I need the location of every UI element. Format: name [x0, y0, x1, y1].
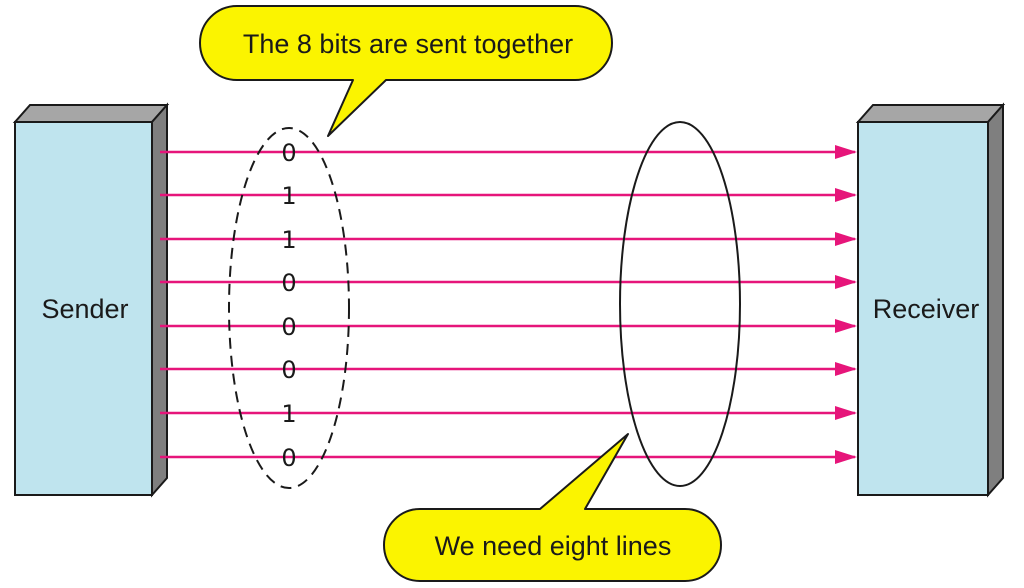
receiver-label: Receiver — [873, 294, 980, 324]
callout-bottom: We need eight lines — [383, 433, 722, 582]
receiver-box-face — [857, 121, 989, 496]
callout-top: The 8 bits are sent together — [199, 5, 613, 137]
sender-label: Sender — [41, 294, 128, 324]
bits-group-ellipse — [228, 127, 350, 489]
receiver-box: Receiver — [855, 102, 1006, 498]
callout-top-bubble — [199, 5, 613, 137]
callout-bottom-text: We need eight lines — [435, 531, 672, 561]
bit-6: 1 — [281, 400, 296, 428]
sender-box-top — [12, 104, 170, 123]
callout-top-text: The 8 bits are sent together — [243, 29, 573, 59]
receiver-box-side — [987, 102, 1004, 498]
sender-box-side — [151, 102, 168, 498]
bit-2: 1 — [281, 226, 296, 254]
bit-3: 0 — [281, 269, 296, 297]
bit-7: 0 — [281, 444, 296, 472]
lines-group-ellipse — [619, 121, 741, 487]
bit-4: 0 — [281, 313, 296, 341]
sender-box-face — [14, 121, 153, 496]
bit-0: 0 — [281, 139, 296, 167]
callout-bottom-bubble — [383, 433, 722, 582]
bit-5: 0 — [281, 356, 296, 384]
sender-box: Sender — [12, 102, 170, 498]
receiver-box-top — [855, 104, 1006, 123]
bit-1: 1 — [281, 182, 296, 210]
